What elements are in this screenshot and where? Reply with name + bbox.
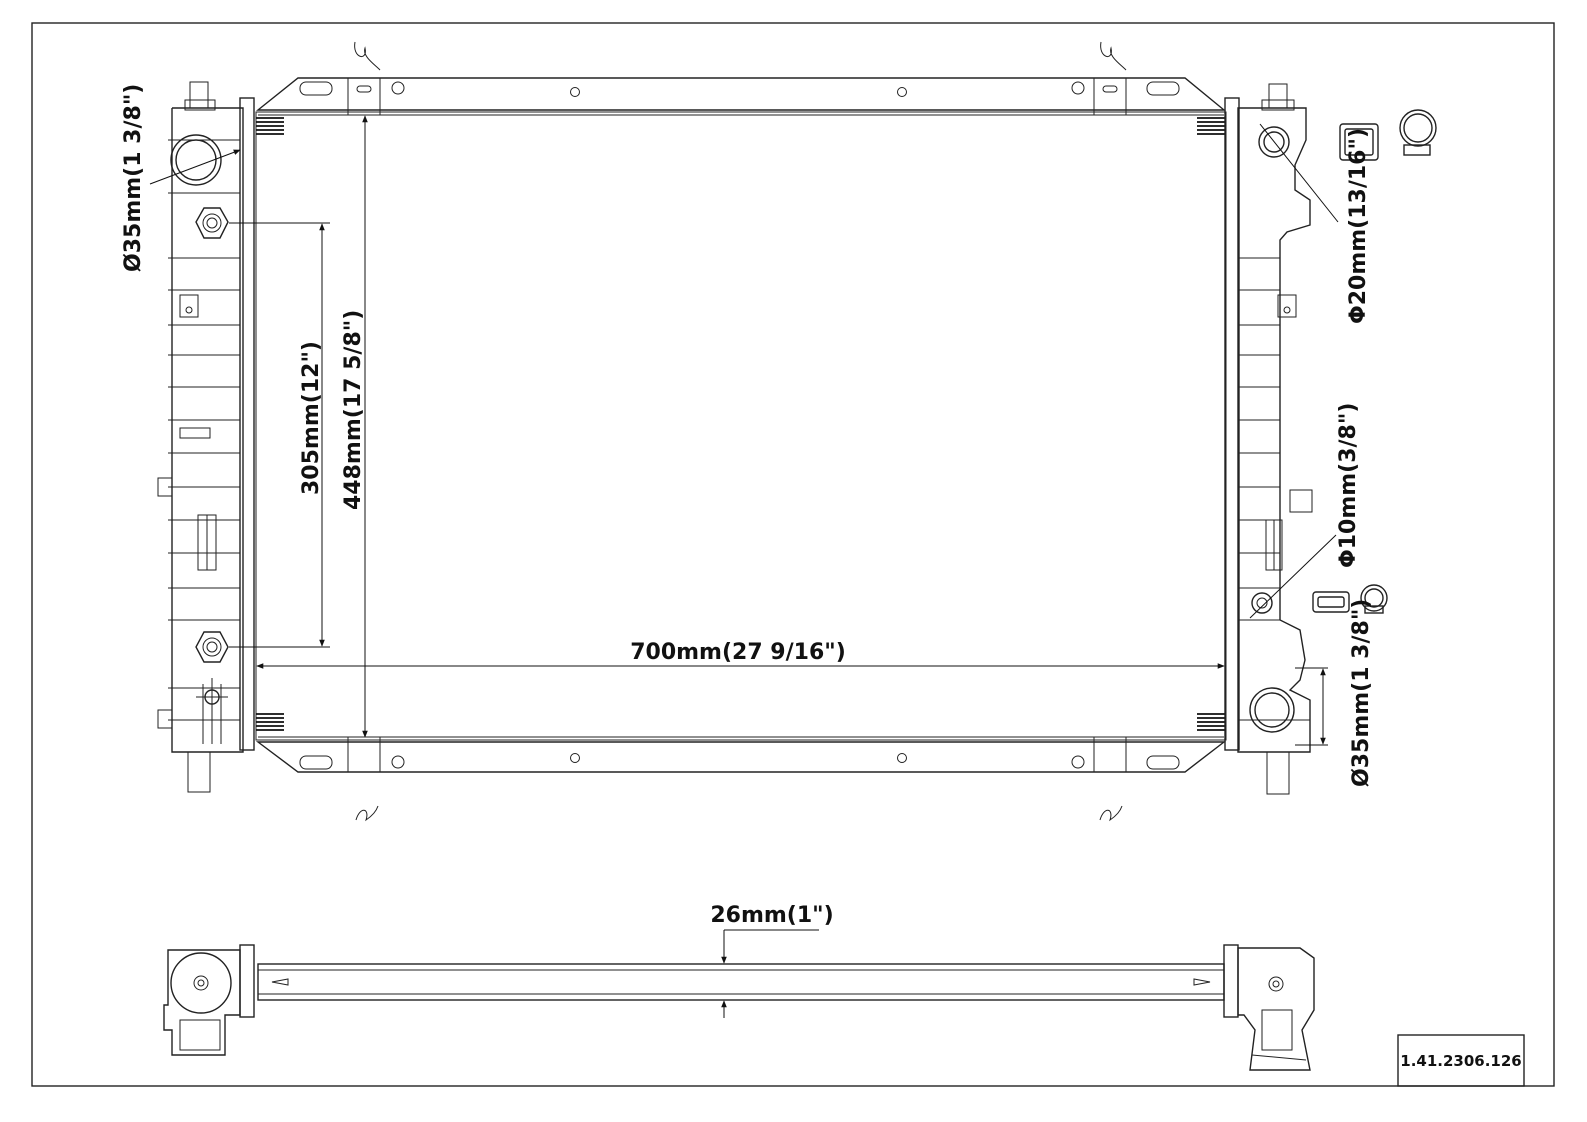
outlet-diameter-label: Ø35mm(1 3/8") bbox=[1349, 599, 1374, 787]
lower-right-diameter-label: Φ10mm(3/8") bbox=[1336, 403, 1361, 568]
upper-right-diameter-label: Φ20mm(13/16") bbox=[1346, 128, 1371, 324]
lower-right-fitting bbox=[1251, 592, 1273, 614]
core-height-label: 448mm(17 5/8") bbox=[341, 310, 366, 510]
inlet-diameter-label: Ø35mm(1 3/8") bbox=[121, 84, 146, 272]
right-tank bbox=[1224, 83, 1313, 795]
drawing-border bbox=[31, 22, 1555, 1087]
dimension-lines bbox=[149, 115, 1339, 746]
left-tank bbox=[157, 81, 255, 793]
core-width-label: 700mm(27 9/16") bbox=[630, 640, 846, 665]
thickness-dimension bbox=[721, 929, 819, 1018]
part-number-box: 1.41.2306.126 bbox=[1397, 1034, 1525, 1087]
core-thickness-label: 26mm(1") bbox=[710, 903, 833, 928]
inlet-pipe bbox=[170, 134, 222, 186]
outlet-pipe bbox=[1249, 687, 1295, 733]
fitting-spacing-label: 305mm(12") bbox=[299, 341, 324, 495]
upper-right-fitting bbox=[1258, 126, 1290, 158]
bottom-bracket bbox=[255, 741, 1227, 773]
part-number: 1.41.2306.126 bbox=[1400, 1052, 1521, 1070]
clip-icons bbox=[354, 41, 1127, 822]
hose-clamp-icons bbox=[1312, 109, 1437, 614]
core-fin-details bbox=[256, 117, 1225, 731]
radiator-bottom-view bbox=[163, 944, 1315, 1071]
core bbox=[255, 111, 1227, 741]
top-bracket bbox=[256, 77, 1226, 111]
radiator-front-view: Ø35mm(1 3/8") 305mm(12") 448mm(17 5/8") … bbox=[121, 41, 1437, 822]
